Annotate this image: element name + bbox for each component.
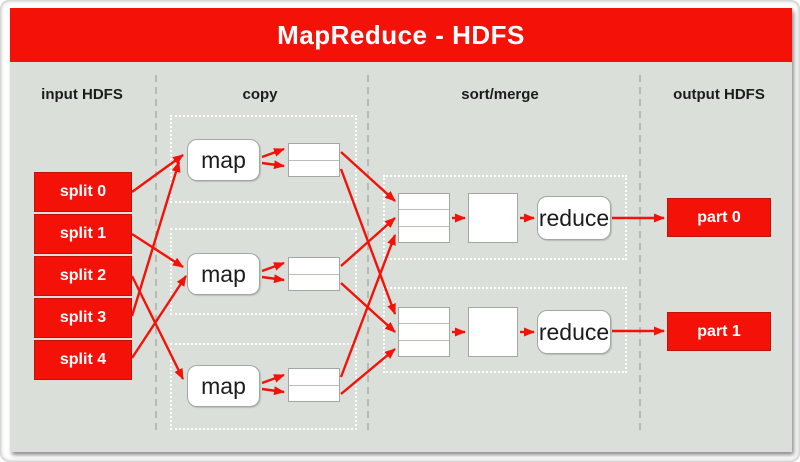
column-label-sort-merge: sort/merge (461, 86, 539, 103)
split-to-map-arrows (130, 154, 188, 380)
map-output-buffer-1 (288, 143, 340, 177)
column-label-copy: copy (242, 86, 278, 103)
map-output-buffer-2 (288, 257, 340, 291)
split-box-0: split 0 (34, 172, 132, 212)
column-label-output-hdfs: output HDFS (673, 86, 765, 103)
reduce-box-2: reduce (537, 310, 611, 354)
reduce-box-1: reduce (537, 196, 611, 240)
page-title: MapReduce - HDFS (277, 19, 525, 50)
merge-segment-row (399, 339, 449, 356)
map-task-group-1 (170, 115, 357, 203)
split-box-3: split 3 (34, 298, 132, 338)
mapreduce-figure: MapReduce - HDFS input HDFS copy sort/me… (10, 8, 792, 452)
buffer-partition-row (289, 384, 339, 402)
reduce-to-output-arrows (612, 213, 665, 336)
merge-segments-box-2 (398, 307, 450, 357)
part-box-1: part 1 (667, 312, 771, 351)
map-box-2: map (187, 253, 260, 295)
title-bar: MapReduce - HDFS (10, 8, 792, 62)
map-box-3: map (187, 365, 260, 407)
split-box-2: split 2 (34, 256, 132, 296)
map-box-1: map (187, 139, 260, 181)
merge-to-reduce-arrows (452, 213, 535, 337)
diagram-panel: input HDFS copy sort/merge output HDFS s… (10, 62, 792, 452)
column-separators (155, 75, 641, 433)
merge-segment-row (399, 225, 449, 242)
split-box-4: split 4 (34, 340, 132, 380)
map-task-group-2 (170, 228, 357, 315)
map-to-buffer-arrows (261, 147, 285, 396)
map-output-buffer-3 (288, 368, 340, 402)
split-box-1: split 1 (34, 214, 132, 254)
merge-segment-row (399, 209, 449, 225)
dataflow-arrows (130, 75, 665, 433)
buffer-partition-row (289, 159, 339, 177)
copy-to-merge-arrows (339, 151, 397, 395)
merge-segments-box-1 (398, 193, 450, 243)
merged-output-box-2 (468, 307, 518, 357)
map-task-group-3 (170, 343, 357, 430)
column-label-input-hdfs: input HDFS (41, 86, 123, 103)
merged-output-box-1 (468, 193, 518, 243)
buffer-partition-row (289, 273, 339, 291)
merge-segment-row (399, 323, 449, 339)
part-box-0: part 0 (667, 198, 771, 237)
